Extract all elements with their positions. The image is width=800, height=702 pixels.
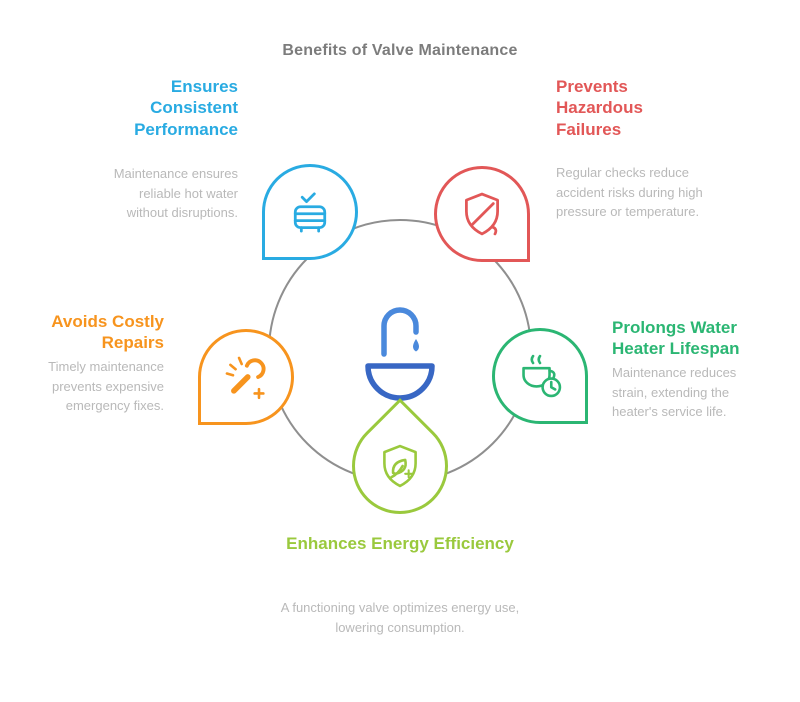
sink-bowl xyxy=(365,363,435,401)
faucet-sink-svg xyxy=(365,307,435,401)
faucet-droplet-sink-icon xyxy=(340,290,460,410)
infographic-title: Benefits of Valve Maintenance xyxy=(282,42,518,59)
node-performance-heading: Ensures Consistent Performance xyxy=(134,77,238,139)
node-lifespan-marker xyxy=(492,328,588,424)
node-lifespan-heading: Prolongs Water Heater Lifespan xyxy=(612,318,740,359)
node-failures-marker xyxy=(434,166,530,262)
leaf-shield-icon xyxy=(383,444,417,488)
node-performance-marker xyxy=(262,164,358,260)
node-repairs-heading: Avoids Costly Repairs xyxy=(51,312,164,353)
node-efficiency-marker xyxy=(332,398,468,534)
wrench-sparks-icon xyxy=(225,356,266,400)
node-efficiency-heading: Enhances Energy Efficiency xyxy=(286,534,514,553)
node-repairs-body: Timely maintenance prevents expensive em… xyxy=(48,359,164,413)
node-performance-body: Maintenance ensures reliable hot water w… xyxy=(113,166,238,220)
mug-clock-icon xyxy=(522,354,562,398)
node-failures-heading: Prevents Hazardous Failures xyxy=(556,77,643,139)
shield-slash-icon xyxy=(465,192,499,236)
faucet-spout xyxy=(381,307,419,357)
node-repairs-marker xyxy=(198,329,294,425)
node-efficiency-body: A functioning valve optimizes energy use… xyxy=(280,600,520,635)
node-failures-body: Regular checks reduce accident risks dur… xyxy=(556,165,703,219)
node-lifespan-body: Maintenance reduces strain, extending th… xyxy=(612,365,737,419)
water-heater-check-icon xyxy=(293,192,327,233)
